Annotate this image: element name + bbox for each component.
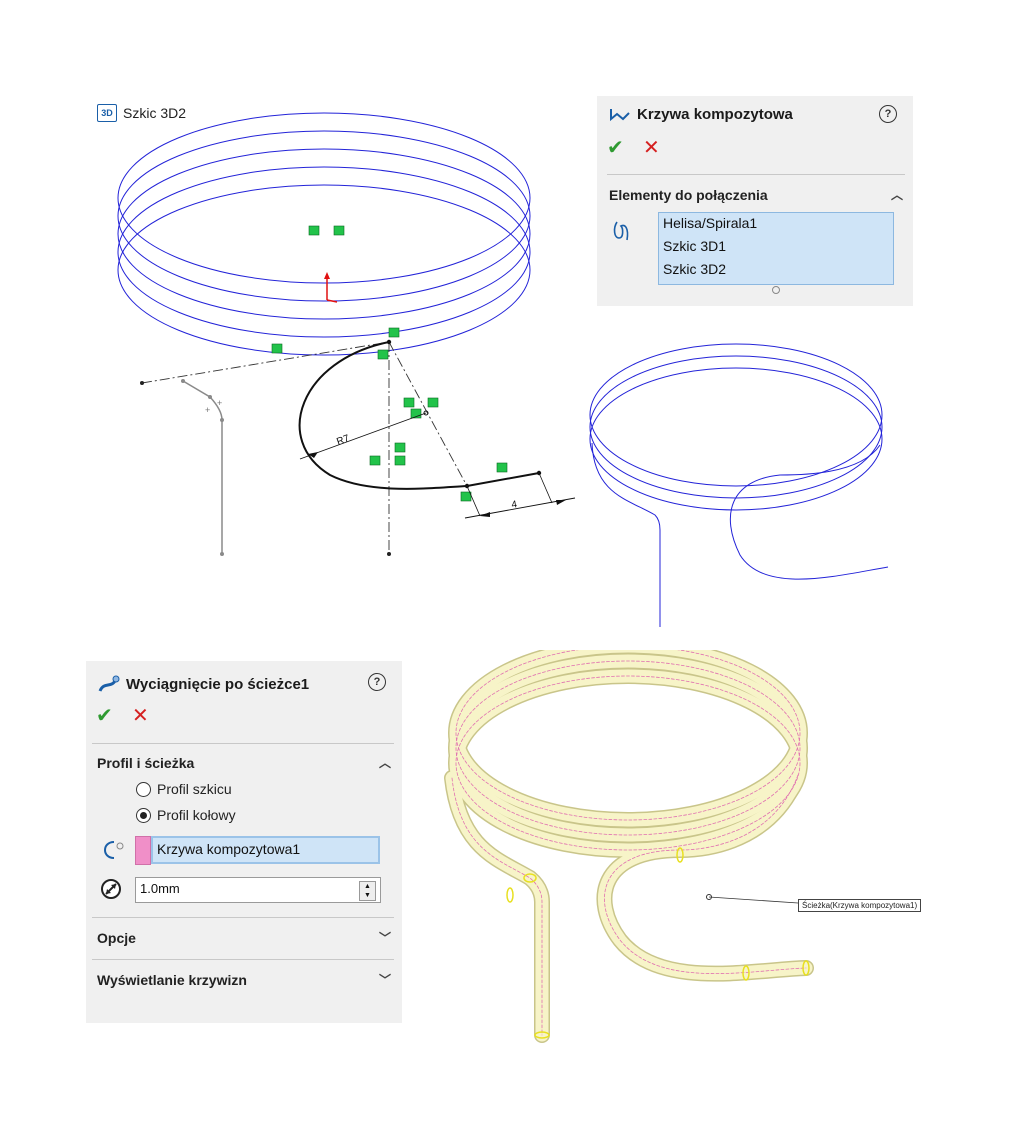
radio-circular-profile[interactable]: Profil kołowy bbox=[136, 807, 236, 823]
chevron-up-icon[interactable]: ︿ bbox=[890, 188, 903, 202]
section-curvature-header[interactable]: Wyświetlanie krzywizn ﹀ bbox=[97, 971, 391, 988]
sketch-3d2-arc[interactable] bbox=[298, 341, 540, 490]
sweep-panel: Wyciągnięcie po ścieżce1 ? ✔ ✕ Profil i … bbox=[86, 661, 402, 1023]
section-profile-header[interactable]: Profil i ścieżka ︿ bbox=[97, 754, 391, 771]
resize-handle[interactable] bbox=[772, 286, 780, 294]
radio-sketch-profile[interactable]: Profil szkicu bbox=[136, 781, 232, 797]
diameter-input[interactable]: 1.0mm ▲▼ bbox=[135, 877, 381, 903]
cancel-button[interactable]: ✕ bbox=[643, 137, 660, 159]
radio-button[interactable] bbox=[136, 781, 151, 797]
path-icon bbox=[104, 841, 124, 859]
section-elements-header[interactable]: Elementy do połączenia ︿ bbox=[609, 186, 903, 203]
sketch-name: Szkic 3D2 bbox=[123, 105, 187, 121]
radio-button[interactable] bbox=[136, 807, 151, 823]
help-icon[interactable]: ? bbox=[879, 105, 897, 123]
list-item[interactable]: Helisa/Spirala1 bbox=[663, 215, 758, 231]
sketch-viewport[interactable]: + + R7 4 bbox=[0, 0, 600, 600]
composite-curve-preview bbox=[589, 343, 889, 627]
divider bbox=[92, 917, 394, 918]
svg-text:+: + bbox=[217, 398, 222, 408]
origin-triad-icon bbox=[324, 272, 338, 303]
chevron-up-icon[interactable]: ︿ bbox=[378, 756, 391, 770]
divider bbox=[607, 174, 905, 175]
divider bbox=[92, 743, 394, 744]
sketch-3d-icon: 3D bbox=[97, 104, 117, 122]
sweep-title: Wyciągnięcie po ścieżce1 bbox=[96, 673, 309, 695]
chevron-down-icon[interactable]: ﹀ bbox=[378, 931, 391, 945]
helix-curve[interactable] bbox=[117, 112, 531, 356]
spinner-icon[interactable]: ▲▼ bbox=[359, 881, 376, 901]
ok-button[interactable]: ✔ bbox=[96, 705, 113, 727]
composite-curve-title: Krzywa kompozytowa bbox=[609, 105, 793, 123]
composite-curve-icon bbox=[610, 109, 630, 122]
ok-button[interactable]: ✔ bbox=[607, 137, 624, 159]
length-label: 4 bbox=[511, 499, 519, 511]
section-options-header[interactable]: Opcje ﹀ bbox=[97, 929, 391, 946]
chevron-down-icon[interactable]: ﹀ bbox=[378, 973, 391, 987]
curve-selection-icon bbox=[613, 221, 629, 241]
list-item[interactable]: Szkic 3D2 bbox=[663, 261, 727, 277]
sweep-icon bbox=[98, 675, 120, 692]
help-icon[interactable]: ? bbox=[368, 673, 386, 691]
radius-label: R7 bbox=[335, 433, 351, 448]
svg-text:+: + bbox=[205, 405, 210, 415]
path-callout[interactable]: Ścieżka(Krzywa kompozytowa1) bbox=[798, 899, 922, 912]
sketch-3d-label: 3D Szkic 3D2 bbox=[97, 104, 186, 122]
path-selection-field[interactable]: Krzywa kompozytowa1 bbox=[151, 836, 380, 864]
cancel-button[interactable]: ✕ bbox=[132, 705, 149, 727]
elements-listbox[interactable]: Helisa/Spirala1 Szkic 3D1 Szkic 3D2 bbox=[658, 212, 894, 285]
divider bbox=[92, 959, 394, 960]
sweep-preview-viewport[interactable] bbox=[430, 650, 830, 1050]
composite-curve-panel: Krzywa kompozytowa ? ✔ ✕ Elementy do poł… bbox=[597, 96, 913, 306]
radius-dimension[interactable]: R7 bbox=[299, 412, 427, 460]
diameter-icon bbox=[101, 879, 121, 899]
relation-markers[interactable] bbox=[271, 225, 508, 502]
length-dimension[interactable]: 4 bbox=[464, 472, 576, 519]
list-item[interactable]: Szkic 3D1 bbox=[663, 238, 727, 254]
path-color-swatch bbox=[135, 836, 151, 865]
